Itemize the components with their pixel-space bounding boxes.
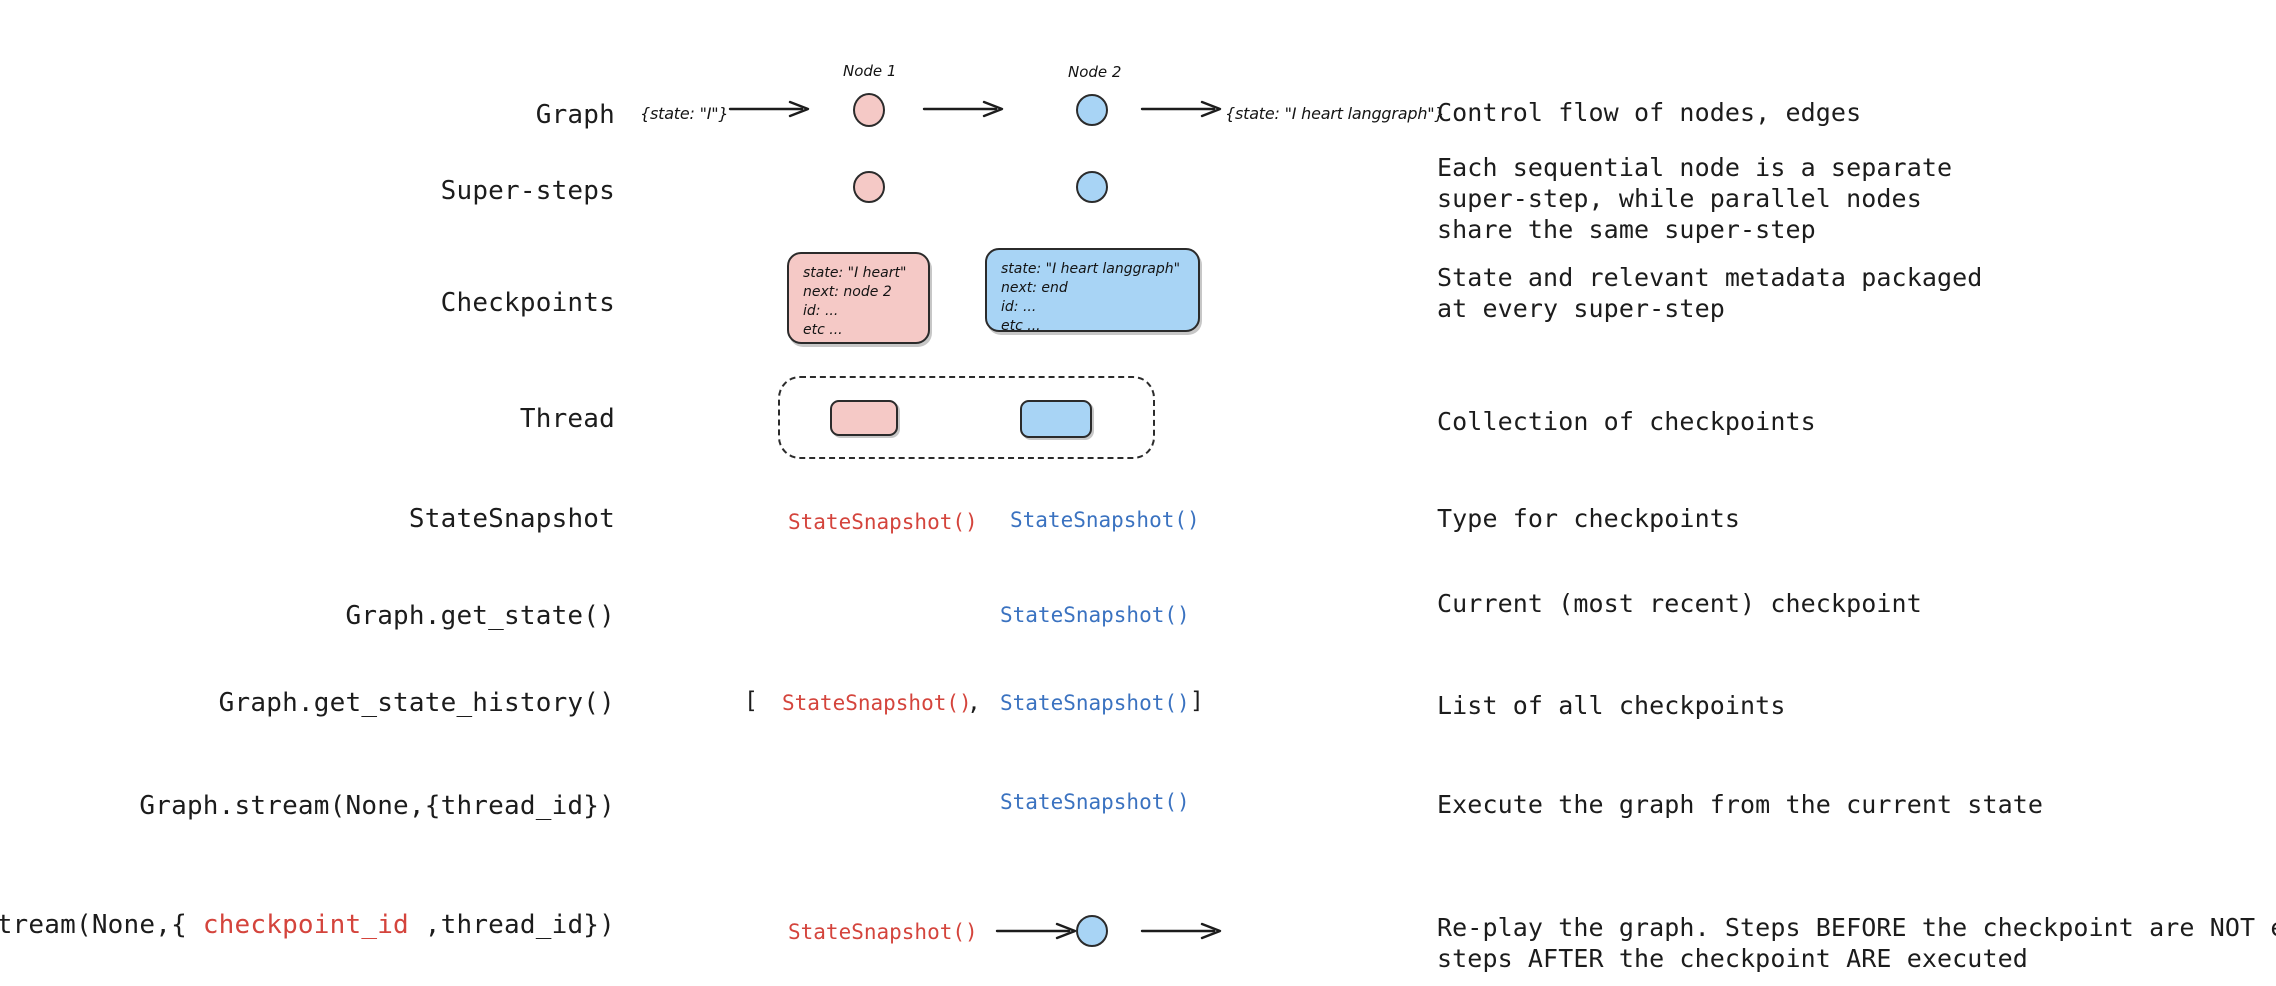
checkpoint-2-state: state: "I heart langgraph": [1001, 261, 1181, 277]
replay-node-2: [1076, 915, 1108, 947]
stream-checkpoint-token-red: StateSnapshot(): [788, 920, 978, 944]
node-2-caption: Node 2: [1068, 63, 1122, 81]
get-state-token-blue: StateSnapshot(): [1000, 603, 1190, 627]
row-desc-super-steps: Each sequential node is a separate super…: [1437, 153, 1953, 244]
replay-arrow-2: [1140, 922, 1222, 940]
row-label-checkpoints: Checkpoints: [440, 288, 615, 318]
row-label-state-snapshot: StateSnapshot: [408, 504, 615, 534]
row-desc-get-state: Current (most recent) checkpoint: [1437, 589, 1922, 618]
node-1-caption: Node 1: [843, 62, 897, 80]
history-token-red: StateSnapshot(): [782, 691, 972, 715]
row-label-super-steps: Super-steps: [440, 176, 615, 206]
graph-arrow-3: [1140, 100, 1222, 118]
thread-container: [778, 376, 1155, 459]
graph-arrow-2: [922, 100, 1004, 118]
row-desc-checkpoints: State and relevant metadata packaged at …: [1437, 263, 1983, 323]
row-desc-stream-checkpoint: Re-play the graph. Steps BEFORE the chec…: [1437, 913, 2276, 973]
stream-checkpoint-label-part1: Graph.stream(None,{: [0, 910, 187, 940]
checkpoint-1-etc: etc ...: [803, 322, 843, 338]
row-label-graph: Graph: [535, 100, 615, 130]
history-comma: ,: [967, 690, 981, 716]
row-desc-state-snapshot: Type for checkpoints: [1437, 504, 1741, 533]
row-label-get-state: Graph.get_state(): [345, 601, 615, 631]
row-label-thread: Thread: [519, 404, 615, 434]
row-desc-get-state-history: List of all checkpoints: [1437, 691, 1786, 720]
replay-arrow-1: [995, 922, 1077, 940]
row-desc-graph: Control flow of nodes, edges: [1437, 98, 1862, 127]
row-label-get-state-history: Graph.get_state_history(): [218, 688, 615, 718]
row-label-stream-checkpoint: Graph.stream(None,{ checkpoint_id ,threa…: [0, 910, 615, 940]
stream-checkpoint-label-accent: checkpoint_id: [202, 910, 409, 940]
history-token-blue: StateSnapshot(): [1000, 691, 1190, 715]
super-step-node-1: [853, 171, 885, 203]
graph-output-state: {state: "I heart langgraph"}: [1225, 104, 1445, 123]
stream-checkpoint-label-part2: ,thread_id}): [408, 910, 615, 940]
checkpoint-2-next: next: end: [1001, 280, 1068, 296]
row-label-stream-thread: Graph.stream(None,{thread_id}): [139, 791, 615, 821]
checkpoint-card-1: state: "I heart" next: node 2 id: ... et…: [787, 252, 930, 344]
graph-node-2: [1076, 94, 1108, 126]
super-step-node-2: [1076, 171, 1108, 203]
graph-arrow-1: [728, 100, 810, 118]
thread-checkpoint-1: [830, 400, 898, 436]
state-snapshot-token-red: StateSnapshot(): [788, 510, 978, 534]
checkpoint-card-2: state: "I heart langgraph" next: end id:…: [985, 248, 1200, 334]
history-open-bracket: [: [744, 688, 758, 714]
row-desc-thread: Collection of checkpoints: [1437, 407, 1816, 436]
checkpoint-2-etc: etc ...: [1001, 318, 1041, 334]
row-desc-stream-thread: Execute the graph from the current state: [1437, 790, 2044, 819]
checkpoint-1-state: state: "I heart": [803, 265, 907, 281]
history-close-bracket: ]: [1190, 688, 1204, 714]
graph-node-1: [853, 93, 885, 127]
thread-checkpoint-2: [1020, 400, 1092, 438]
checkpoint-1-id: id: ...: [803, 303, 839, 319]
graph-input-state: {state: "I"}: [640, 104, 729, 123]
state-snapshot-token-blue: StateSnapshot(): [1010, 508, 1200, 532]
checkpoint-1-next: next: node 2: [803, 284, 892, 300]
stream-thread-token-blue: StateSnapshot(): [1000, 790, 1190, 814]
checkpoint-2-id: id: ...: [1001, 299, 1037, 315]
